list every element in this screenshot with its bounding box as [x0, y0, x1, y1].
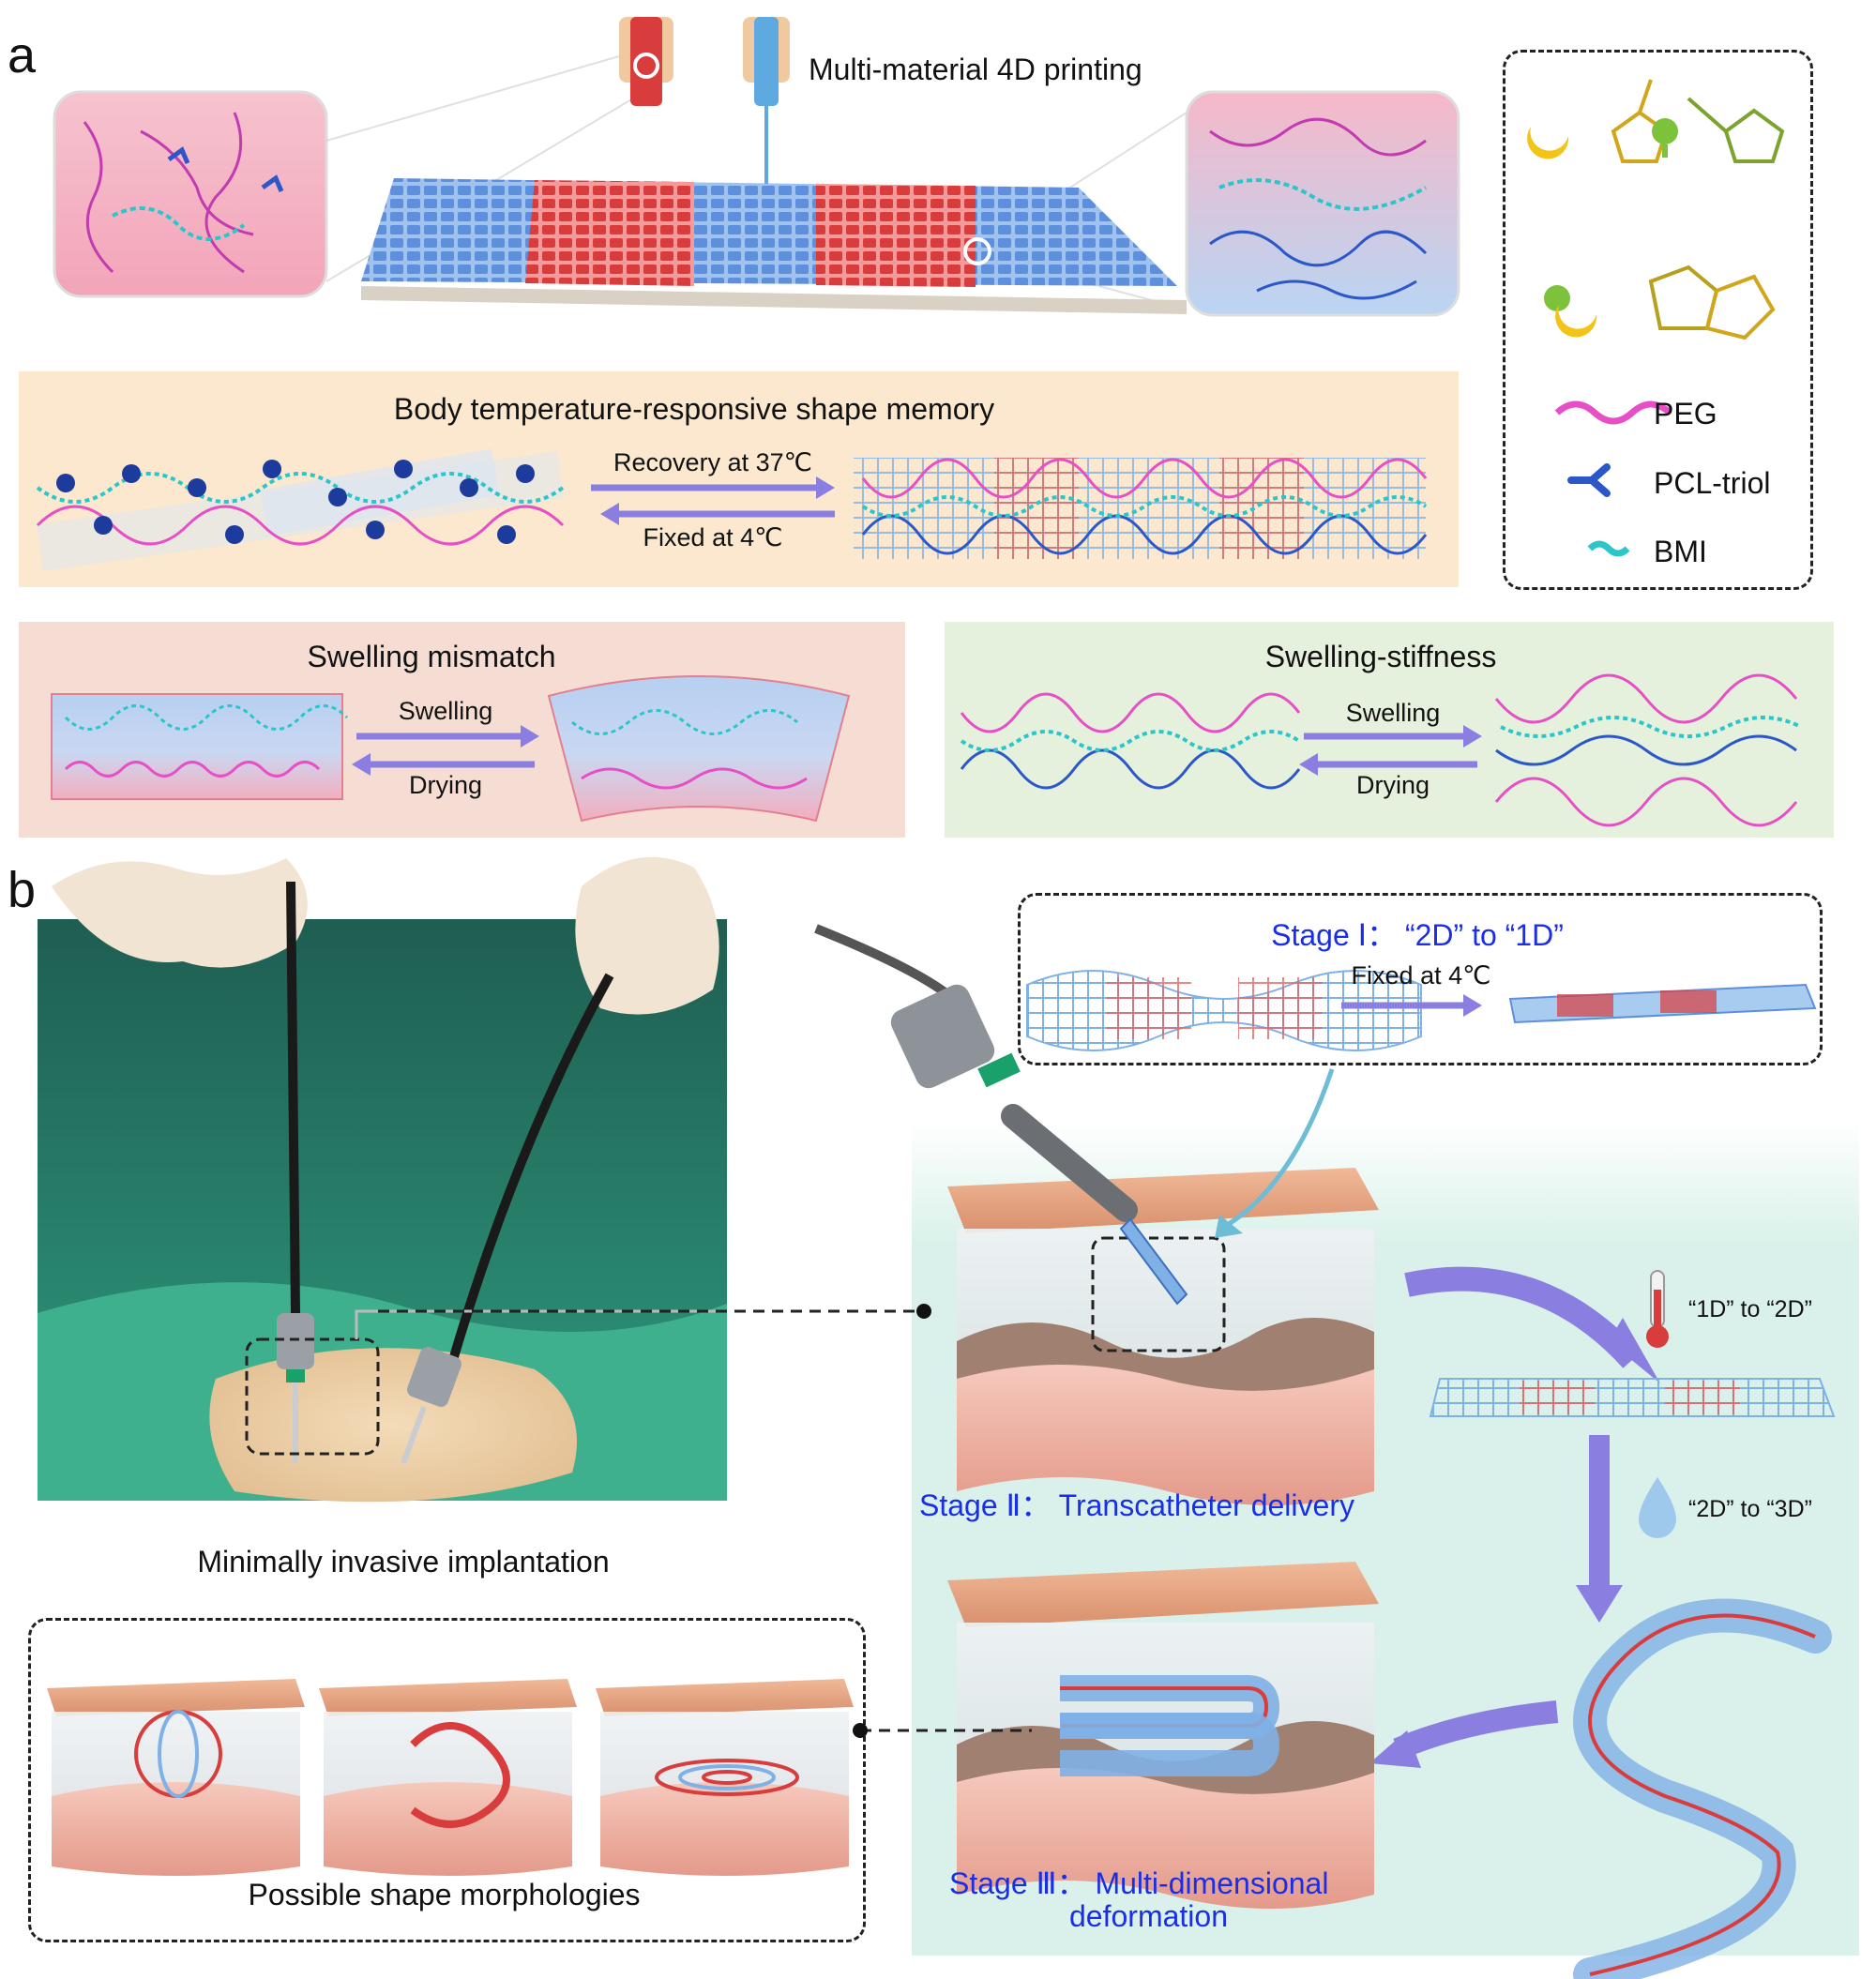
swollen-network — [1494, 673, 1802, 827]
legend-box — [1503, 50, 1813, 590]
stage3-tissue-block — [947, 1562, 1379, 1909]
delivered-rod — [1119, 1217, 1188, 1306]
stage3-title-line2: deformation — [1069, 1899, 1228, 1933]
stage3-title-line1: Stage Ⅲ： Multi-dimensional — [949, 1866, 1329, 1900]
step-2d-3d-label: “2D” to “3D” — [1688, 1496, 1812, 1522]
morph-sphere — [47, 1679, 305, 1876]
legend-peg-label: PEG — [1654, 397, 1717, 431]
nozzle-red — [619, 17, 673, 106]
zoom-network-right — [1185, 90, 1460, 317]
zoom-network-left — [53, 90, 328, 298]
swelling-mismatch-title: Swelling mismatch — [307, 640, 556, 673]
legend-bmi-label: BMI — [1654, 535, 1707, 568]
stage2-title: Stage Ⅱ： Transcatheter delivery — [919, 1488, 1354, 1522]
left-instrument-shaft — [286, 881, 300, 1314]
mismatch-arrows — [352, 725, 539, 776]
panel-a-letter: a — [8, 27, 37, 83]
stiffness-drying-label: Drying — [1355, 771, 1430, 799]
stiffness-swelling-label: Swelling — [1345, 699, 1441, 727]
step-1d-2d-label: “1D” to “2D” — [1688, 1296, 1812, 1322]
maleimide-icon — [1652, 97, 1785, 163]
morph-spiral — [596, 1679, 854, 1876]
pcl-triol-glyph — [1567, 463, 1611, 497]
thermometer-icon — [1646, 1270, 1669, 1348]
droplet-icon — [1639, 1477, 1676, 1538]
peg-glyph — [1554, 400, 1672, 425]
morph-tube — [319, 1679, 577, 1876]
dry-bilayer — [51, 693, 343, 800]
adduct-icon — [1544, 264, 1776, 340]
mismatch-drying-label: Drying — [408, 771, 483, 799]
morphologies-box — [28, 1618, 866, 1942]
fixed-label: Fixed at 4℃ — [643, 523, 783, 551]
shape-memory-title: Body temperature-responsive shape memory — [393, 392, 995, 426]
stage1-title: Stage Ⅰ： “2D” to “1D” — [1271, 918, 1564, 952]
legend-pcl-triol-label: PCL-triol — [1654, 466, 1771, 500]
stiffness-arrows — [1299, 725, 1482, 776]
printing-title: Multi-material 4D printing — [809, 53, 1142, 86]
bmi-glyph — [1587, 540, 1630, 557]
panel-b-letter: b — [8, 862, 37, 918]
surgery-zoom-box — [245, 1337, 380, 1456]
swelling-stiffness-title: Swelling-stiffness — [1264, 640, 1497, 673]
right-instrument-shaft — [446, 973, 614, 1371]
dry-network — [960, 692, 1301, 790]
mismatch-swelling-label: Swelling — [398, 697, 493, 725]
implant-caption: Minimally invasive implantation — [197, 1545, 610, 1579]
stage1-arrow-label: Fixed at 4℃ — [1351, 961, 1491, 990]
shape-memory-arrows — [591, 476, 835, 525]
morph-caption: Possible shape morphologies — [248, 1878, 641, 1911]
recovered-network — [854, 458, 1428, 559]
furan-icon — [1527, 79, 1669, 163]
stage2-tissue-block — [890, 984, 1379, 1505]
stage1-box — [1018, 893, 1823, 1065]
right-glove — [575, 856, 719, 1015]
fixed-network — [36, 448, 565, 571]
nozzle-blue — [743, 17, 790, 184]
patient-abdomen — [209, 1348, 578, 1503]
swollen-bilayer — [547, 675, 851, 823]
printed-lattice — [361, 178, 1187, 314]
recovery-label: Recovery at 37℃ — [613, 448, 812, 476]
left-glove — [52, 858, 308, 968]
